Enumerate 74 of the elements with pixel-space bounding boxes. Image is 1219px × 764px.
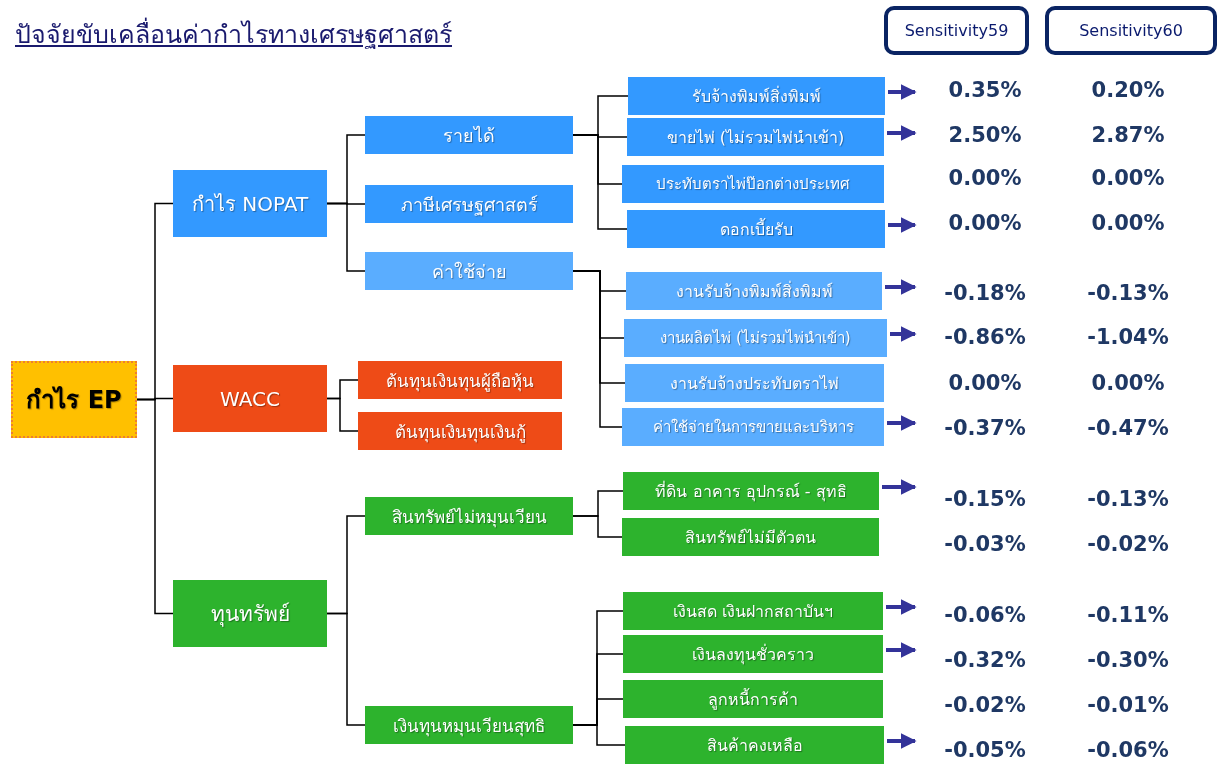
sensitivity-value: 2.50% xyxy=(947,123,1023,147)
sensitivity-value: -0.06% xyxy=(943,603,1027,627)
sensitivity-value: 0.20% xyxy=(1090,78,1166,102)
connector-line xyxy=(572,134,628,230)
column-header: Sensitivity59 xyxy=(884,6,1029,55)
sensitivity-value: -1.04% xyxy=(1086,325,1170,349)
connector-line xyxy=(572,724,626,746)
arrow xyxy=(885,279,917,295)
sensitivity-value: -0.03% xyxy=(943,532,1027,556)
arrow xyxy=(886,599,917,615)
root-box: กำไร EP xyxy=(11,361,137,438)
sensitivity-value: -0.01% xyxy=(1086,693,1170,717)
factor-box: ต้นทุนเงินทุนผู้ถือหุ้น xyxy=(358,361,562,399)
arrow xyxy=(882,479,917,495)
sensitivity-value: 0.00% xyxy=(947,371,1023,395)
sensitivity-value: 0.00% xyxy=(1090,166,1166,190)
factor-box: รายได้ xyxy=(365,116,573,154)
sensitivity-value: 0.00% xyxy=(947,166,1023,190)
sensitivity-value: 0.35% xyxy=(947,78,1023,102)
connector-line xyxy=(326,397,359,432)
arrow xyxy=(888,217,917,233)
factor-box: สินทรัพย์ไม่หมุนเวียน xyxy=(365,497,573,535)
factor-box: งานรับจ้างประทับตราไพ่ xyxy=(625,364,884,402)
sensitivity-value: -0.13% xyxy=(1086,487,1170,511)
factor-box: งานรับจ้างพิมพ์สิ่งพิมพ์ xyxy=(626,272,882,310)
factor-box: ค่าใช้จ่ายในการขายและบริหาร xyxy=(622,408,884,446)
sensitivity-value: -0.13% xyxy=(1086,281,1170,305)
connector-line xyxy=(326,612,366,726)
factor-box: สินค้าคงเหลือ xyxy=(625,726,884,764)
sensitivity-value: 0.00% xyxy=(1090,371,1166,395)
factor-box: ประทับตราไพ่ป๊อกต่างประเทศ xyxy=(622,165,884,203)
sensitivity-value: 0.00% xyxy=(1090,211,1166,235)
factor-box: ทุนทรัพย์ xyxy=(173,580,327,647)
sensitivity-value: -0.32% xyxy=(943,648,1027,672)
arrow xyxy=(887,415,917,431)
factor-box: สินทรัพย์ไม่มีตัวตน xyxy=(622,518,879,556)
factor-box: รับจ้างพิมพ์สิ่งพิมพ์ xyxy=(628,77,885,115)
sensitivity-value: -0.15% xyxy=(943,487,1027,511)
connector-line xyxy=(572,515,623,538)
diagram-title: ปัจจัยขับเคลื่อนค่ากำไรทางเศรษฐศาสตร์ xyxy=(15,14,452,54)
factor-box: ที่ดิน อาคาร อุปกรณ์ - สุทธิ xyxy=(623,472,879,510)
sensitivity-value: -0.06% xyxy=(1086,738,1170,762)
connector-line xyxy=(572,270,623,428)
factor-box: WACC xyxy=(173,365,327,432)
connector-line xyxy=(326,202,366,272)
sensitivity-value: -0.02% xyxy=(943,693,1027,717)
factor-box: งานผลิตไพ่ (ไม่รวมไพ่นำเข้า) xyxy=(624,319,887,357)
sensitivity-value: 0.00% xyxy=(947,211,1023,235)
sensitivity-value: -0.47% xyxy=(1086,416,1170,440)
factor-box: เงินลงทุนชั่วคราว xyxy=(623,635,883,673)
factor-box: เงินทุนหมุนเวียนสุทธิ xyxy=(365,706,573,744)
factor-box: ขายไพ่ (ไม่รวมไพ่นำเข้า) xyxy=(627,118,884,156)
sensitivity-value: -0.05% xyxy=(943,738,1027,762)
column-header: Sensitivity60 xyxy=(1045,6,1217,55)
sensitivity-value: -0.37% xyxy=(943,416,1027,440)
connector-line xyxy=(136,398,174,615)
arrow xyxy=(886,642,917,658)
sensitivity-value: -0.02% xyxy=(1086,532,1170,556)
factor-box: กำไร NOPAT xyxy=(173,170,327,237)
sensitivity-value: -0.11% xyxy=(1086,603,1170,627)
arrow xyxy=(888,84,917,100)
factor-box: ดอกเบี้ยรับ xyxy=(627,210,885,248)
sensitivity-value: -0.18% xyxy=(943,281,1027,305)
factor-box: ลูกหนี้การค้า xyxy=(623,680,883,718)
factor-box: ภาษีเศรษฐศาสตร์ xyxy=(365,185,573,223)
sensitivity-value: -0.30% xyxy=(1086,648,1170,672)
sensitivity-value: 2.87% xyxy=(1090,123,1166,147)
arrow xyxy=(887,733,917,749)
sensitivity-value: -0.86% xyxy=(943,325,1027,349)
factor-box: ต้นทุนเงินทุนเงินกู้ xyxy=(358,412,562,450)
factor-box: เงินสด เงินฝากสถาบันฯ xyxy=(623,592,883,630)
arrow xyxy=(890,326,917,342)
arrow xyxy=(887,125,917,141)
factor-box: ค่าใช้จ่าย xyxy=(365,252,573,290)
